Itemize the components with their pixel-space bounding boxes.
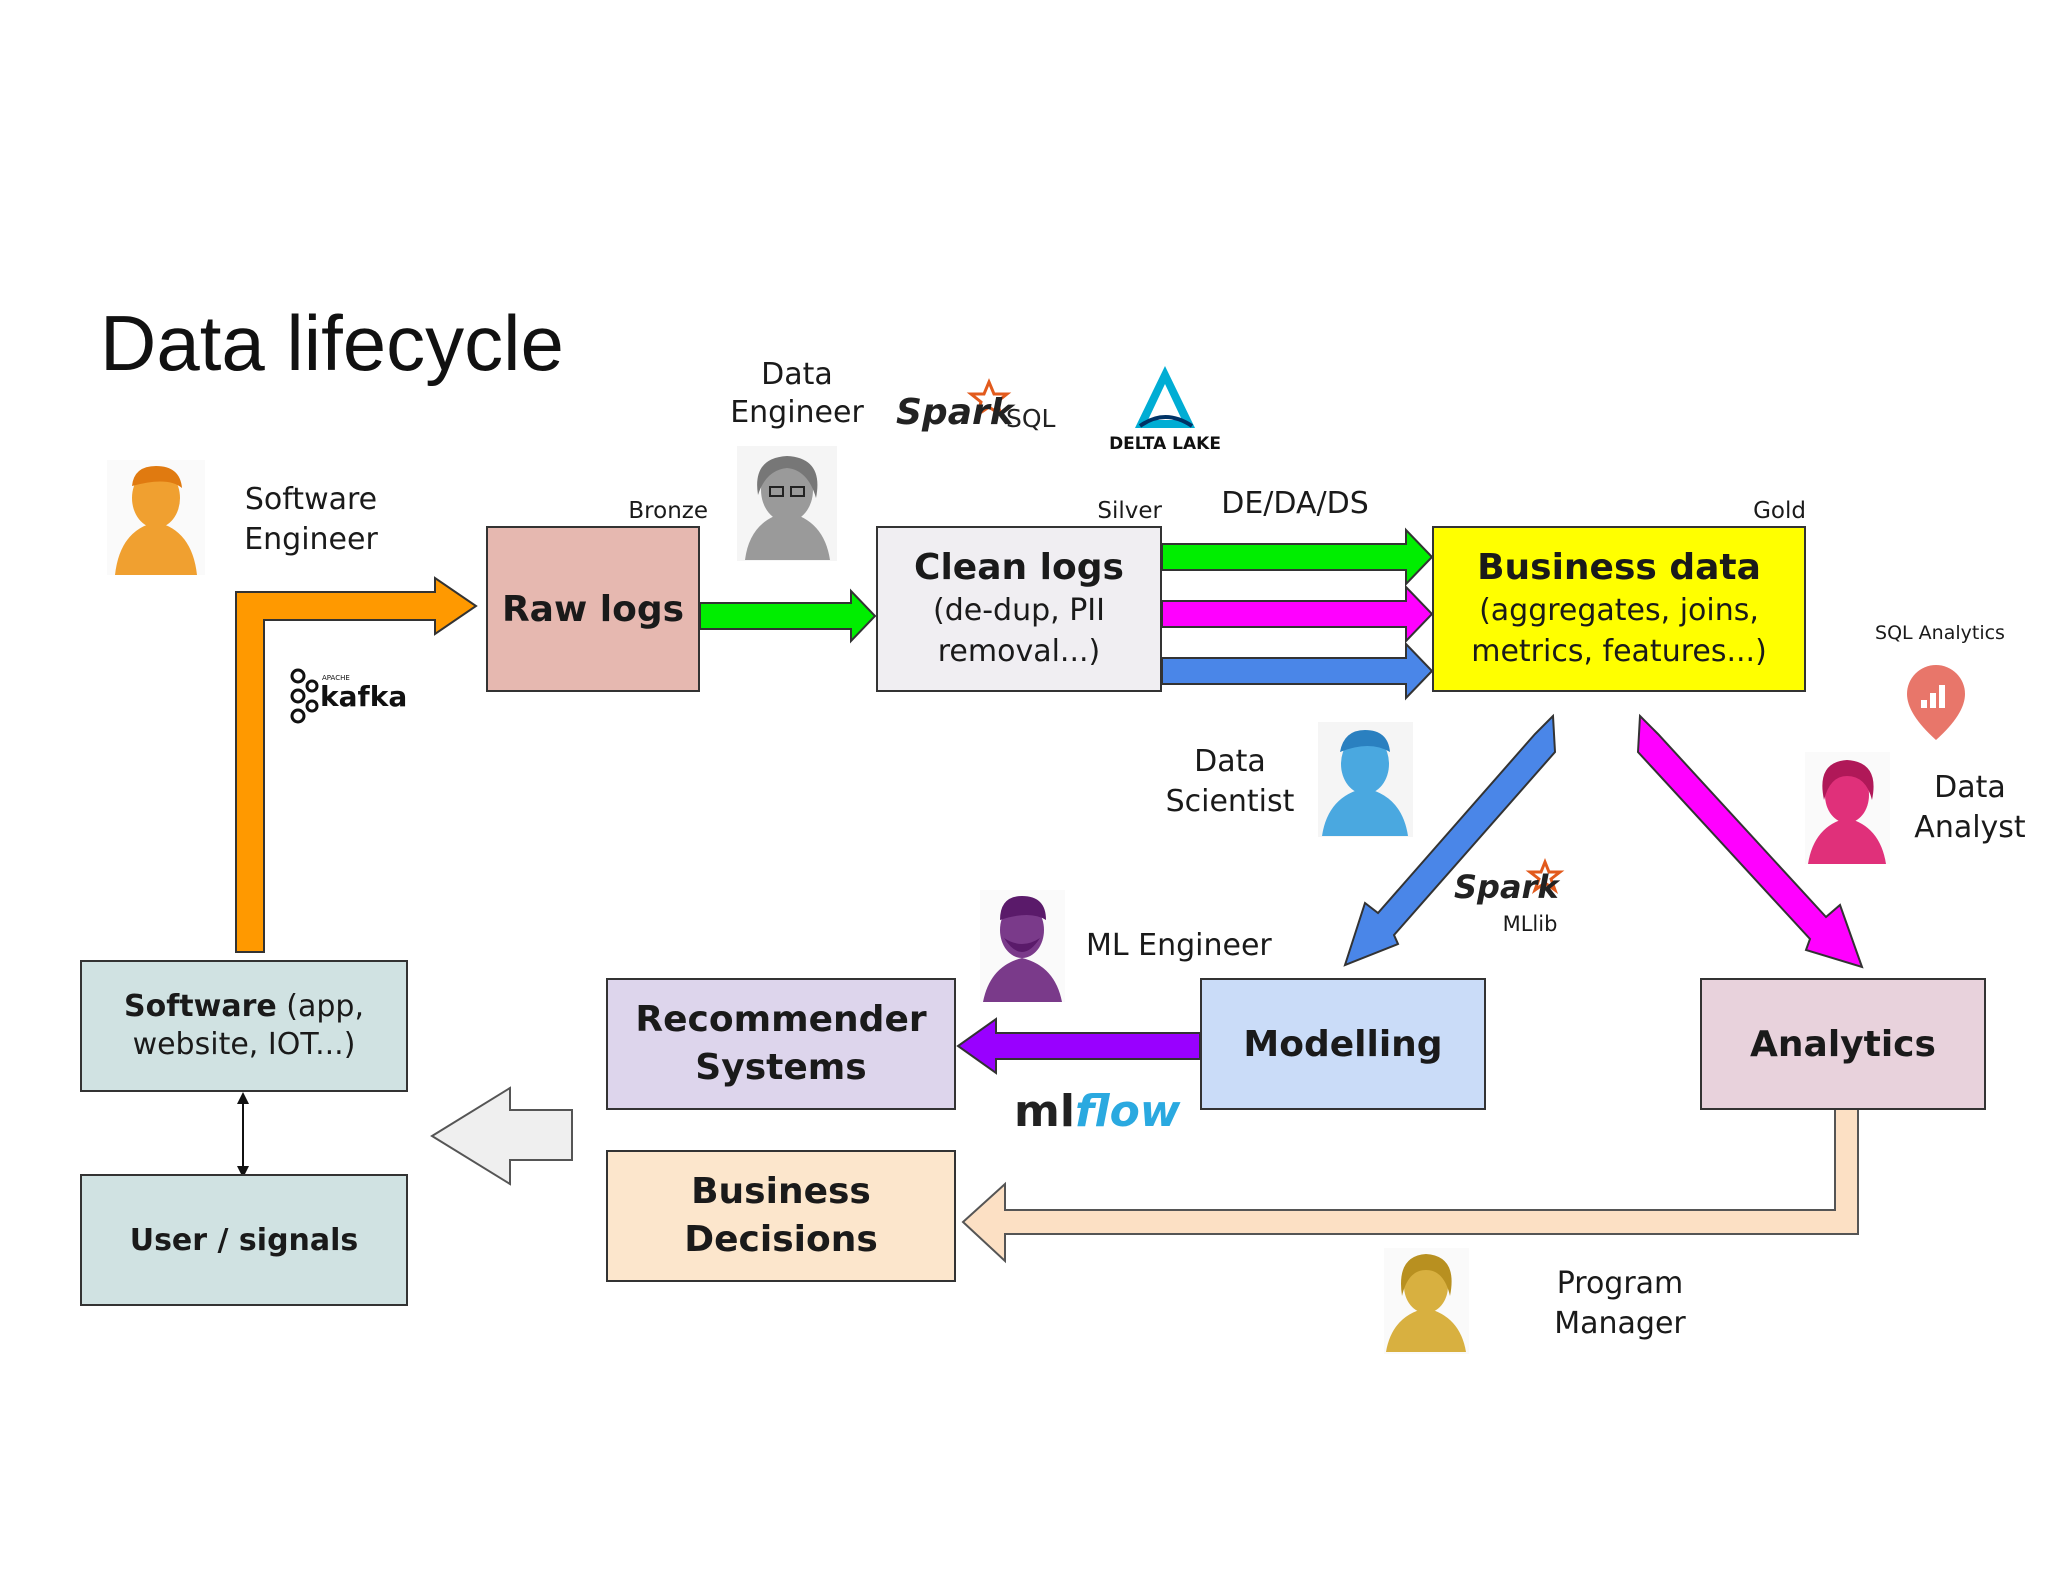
label-bronze: Bronze — [628, 498, 708, 524]
arrowhead-up — [237, 1092, 249, 1104]
business-data-title: Business data — [1477, 547, 1761, 588]
recommender-systems-box: Recommender Systems — [606, 978, 956, 1110]
software-subtitle: (app, website, IOT...) — [132, 989, 364, 1062]
spark-sql-logo-suffix: SQL — [1006, 404, 1056, 433]
analytics-box: Analytics — [1700, 978, 1986, 1110]
arrowhead-down — [237, 1166, 249, 1178]
software-box: Software (app, website, IOT...) — [80, 960, 408, 1092]
user-signals-box: User / signals — [80, 1174, 408, 1306]
data-engineer-icon — [737, 446, 837, 561]
label-data-scientist: Data Scientist — [1165, 744, 1295, 819]
arrow-business-to-modelling — [1343, 713, 1557, 967]
raw-logs-title: Raw logs — [501, 588, 685, 630]
software-text: Software (app, website, IOT...) — [124, 988, 364, 1064]
ml-engineer-icon — [980, 890, 1065, 1002]
arrow-raw-to-clean — [699, 588, 877, 644]
label-mllib: MLlib — [1502, 912, 1558, 936]
label-data-engineer: Data Engineer — [730, 357, 864, 430]
data-analyst-icon — [1805, 752, 1890, 864]
page-title: Data lifecycle — [100, 299, 564, 387]
delta-lake-logo-icon — [1135, 366, 1195, 428]
software-title: Software — [124, 989, 277, 1024]
mlflow-logo-flow: flow — [1074, 1086, 1181, 1137]
arrow-apps-to-software — [430, 1086, 573, 1186]
mlflow-logo-ml: ml — [1014, 1086, 1075, 1137]
clean-logs-title: Clean logs — [914, 547, 1124, 588]
modelling-box: Modelling — [1200, 978, 1486, 1110]
raw-logs-box: Raw logs — [486, 526, 700, 692]
label-software-engineer: Software Engineer — [244, 482, 378, 557]
spark-mllib-logo-word: Spark — [1454, 868, 1559, 906]
spark-sql-star-icon — [966, 378, 1012, 419]
arrow-business-to-analytics — [1636, 713, 1864, 969]
spark-mllib-star-icon — [1525, 857, 1565, 894]
business-decisions-box: Business Decisions — [606, 1150, 956, 1282]
business-data-box: Business data (aggregates, joins, metric… — [1432, 526, 1806, 692]
program-manager-icon — [1384, 1248, 1469, 1354]
user-signals-title: User / signals — [129, 1222, 359, 1258]
label-program-manager: Program Manager — [1554, 1266, 1686, 1341]
arrow-modelling-to-recommender — [956, 1017, 1201, 1075]
label-sql-analytics: SQL Analytics — [1875, 622, 2005, 644]
kafka-logo-icon — [290, 668, 319, 724]
modelling-title: Modelling — [1243, 1023, 1443, 1065]
sql-analytics-icon — [1907, 665, 1965, 740]
business-decisions-title: Business Decisions — [684, 1171, 878, 1260]
kafka-logo-apache: APACHE — [322, 674, 350, 682]
clean-logs-box: Clean logs (de-dup, PII removal...) — [876, 526, 1162, 692]
arrow-software-to-raw-logs — [235, 576, 478, 953]
analytics-title: Analytics — [1750, 1023, 1936, 1065]
spark-sql-logo-word: Spark — [896, 392, 1014, 433]
arrow-clean-to-business-blue — [1161, 641, 1434, 701]
software-engineer-icon — [107, 460, 205, 575]
label-de-da-ds: DE/DA/DS — [1221, 486, 1369, 521]
mlflow-logo: mlflow — [1014, 1086, 1180, 1137]
recommender-title: Recommender Systems — [635, 999, 927, 1088]
arrow-clean-to-business-magenta — [1161, 584, 1434, 644]
business-data-subtitle: (aggregates, joins, metrics, features...… — [1471, 593, 1767, 669]
arrow-analytics-to-decisions — [961, 1107, 1859, 1264]
arrow-clean-to-business-green — [1161, 527, 1434, 587]
label-silver: Silver — [1097, 498, 1162, 524]
label-gold: Gold — [1753, 498, 1806, 524]
kafka-logo-word: kafka — [320, 680, 408, 713]
clean-logs-subtitle: (de-dup, PII removal...) — [933, 593, 1105, 669]
label-data-analyst: Data Analyst — [1914, 770, 2026, 845]
data-scientist-icon — [1318, 722, 1413, 837]
delta-lake-logo-text: DELTA LAKE — [1109, 434, 1221, 454]
label-ml-engineer: ML Engineer — [1086, 928, 1272, 963]
